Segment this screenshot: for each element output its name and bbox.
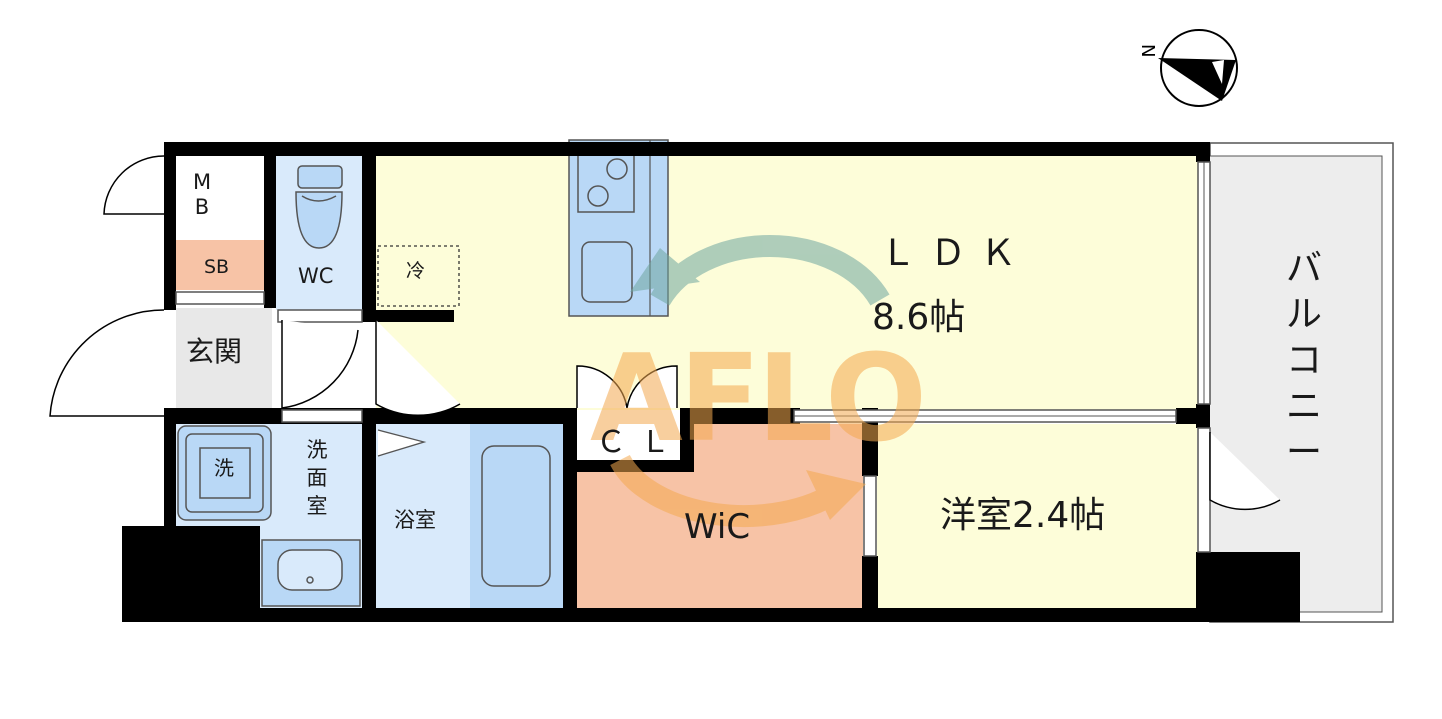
watermark-text: AFLO (590, 330, 923, 469)
wic-label: WiC (684, 507, 751, 547)
meter-box-label: M B (192, 170, 212, 219)
entrance-label: 玄関 (186, 335, 243, 368)
watermark-logo: AFLO (590, 235, 927, 527)
western-room (877, 424, 1197, 610)
kitchen-sink-icon (581, 241, 633, 303)
refrigerator-label: 冷 (406, 260, 426, 282)
bathroom-label: 浴室 (394, 508, 436, 532)
walls (122, 142, 1300, 622)
shower-icon (377, 429, 427, 457)
bathroom-floor (376, 424, 470, 610)
washing-machine-icon (177, 425, 272, 521)
meter-box (176, 154, 228, 226)
shoe-box-label: SB (204, 256, 230, 278)
toilet-label: WC (298, 264, 334, 288)
shoe-box (176, 240, 264, 290)
balcony-label: バ ル コ ニ ー (1286, 248, 1323, 473)
closet-area (577, 424, 681, 460)
door-swings (49, 155, 1281, 511)
closet-label: ＣＬ (596, 425, 684, 460)
wash-basin-icon (261, 539, 361, 607)
refrigerator-space (377, 245, 460, 307)
washer-label: 洗 (214, 456, 234, 480)
bathtub-icon (481, 445, 551, 587)
compass-north-label: N (1137, 44, 1158, 57)
washroom-label: 洗 面 室 (306, 438, 328, 518)
toilet-icon (295, 165, 343, 249)
compass-icon: N (1137, 29, 1238, 107)
ldk-room (376, 154, 1198, 410)
western-room-label: 洋室2.4帖 (940, 495, 1106, 536)
ldk-size-label: 8.6帖 (872, 297, 966, 338)
ldk-label: ＬＤＫ (880, 233, 1031, 274)
kitchen-counter (568, 139, 669, 317)
entrance-area (176, 308, 272, 410)
